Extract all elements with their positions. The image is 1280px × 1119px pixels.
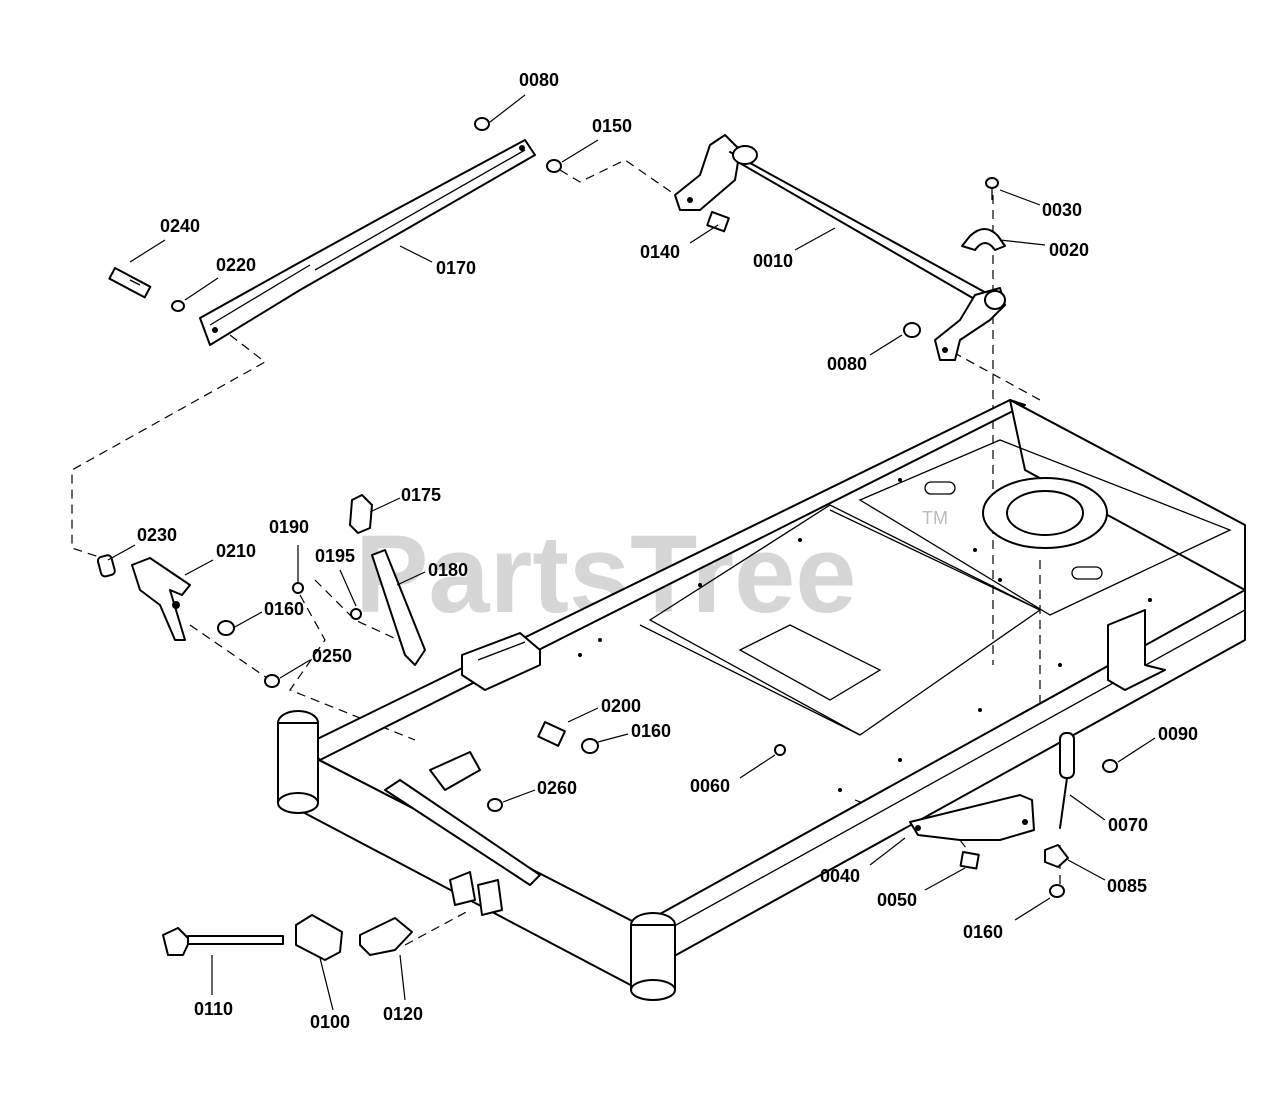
part-0220-washer xyxy=(171,300,185,312)
part-0160-nut-center xyxy=(581,738,599,754)
callout-0110: 0110 xyxy=(194,999,233,1019)
part-0085-block xyxy=(1044,844,1069,868)
part-0260-nut xyxy=(487,798,503,812)
watermark-trademark: TM xyxy=(922,508,948,528)
callout-0180: 0180 xyxy=(428,560,468,580)
callout-0060: 0060 xyxy=(690,776,730,796)
part-0240-bolt xyxy=(108,267,152,299)
part-0200-spring xyxy=(537,721,566,747)
callout-0070: 0070 xyxy=(1108,815,1148,835)
part-0050-bolt xyxy=(959,851,980,870)
part-0070-rod xyxy=(1059,732,1075,829)
callout-0230: 0230 xyxy=(137,525,177,545)
callout-0240: 0240 xyxy=(160,216,200,236)
callout-0160-left: 0160 xyxy=(264,599,304,619)
callout-0050: 0050 xyxy=(877,890,917,910)
part-0090-bolt xyxy=(1102,759,1118,773)
part-0160-nut-right xyxy=(1049,884,1065,898)
callout-0195: 0195 xyxy=(315,546,355,566)
part-0080-nut-top xyxy=(474,117,490,131)
part-0250-washer xyxy=(264,674,280,688)
front-axle-brackets xyxy=(449,871,503,916)
callout-0250: 0250 xyxy=(312,646,352,666)
callout-0170: 0170 xyxy=(436,258,476,278)
callout-0150: 0150 xyxy=(592,116,632,136)
part-0175-knob xyxy=(349,494,373,534)
callout-0190: 0190 xyxy=(269,517,309,537)
part-0060-fastener xyxy=(774,744,786,756)
part-0120-clevis xyxy=(359,917,413,956)
callout-0175: 0175 xyxy=(401,485,441,505)
callout-0080-top: 0080 xyxy=(519,70,559,90)
callout-0200: 0200 xyxy=(601,696,641,716)
part-0080-nut-right xyxy=(903,322,921,338)
part-0170-drag-link xyxy=(199,139,536,346)
callout-0085: 0085 xyxy=(1107,876,1147,896)
part-0010-shaft xyxy=(674,134,1006,361)
callout-0120: 0120 xyxy=(383,1004,423,1024)
part-0180-lever xyxy=(371,549,426,666)
callout-0010: 0010 xyxy=(753,251,793,271)
callout-0020: 0020 xyxy=(1049,240,1089,260)
callout-0080-right: 0080 xyxy=(827,354,867,374)
callout-0140: 0140 xyxy=(640,242,680,262)
callout-0160-center: 0160 xyxy=(631,721,671,741)
part-0100-block xyxy=(295,914,343,961)
callout-0030: 0030 xyxy=(1042,200,1082,220)
part-0110-bolt xyxy=(162,927,284,956)
leader-lines xyxy=(107,94,1156,1011)
part-0195-washer xyxy=(350,608,362,620)
callout-0260: 0260 xyxy=(537,778,577,798)
part-0030-screw xyxy=(985,177,999,200)
callout-0100: 0100 xyxy=(310,1012,350,1032)
part-0020-clamp xyxy=(961,228,1006,251)
part-0140-bolt xyxy=(706,211,730,233)
pedal-pad xyxy=(461,632,541,691)
callout-0040: 0040 xyxy=(820,866,860,886)
part-0160-nut-left xyxy=(217,620,235,636)
part-0210-bracket xyxy=(131,557,191,641)
part-0190-screw xyxy=(292,582,304,594)
callout-0160-right: 0160 xyxy=(963,922,1003,942)
callout-labels: 0080 0150 0240 0220 0170 0140 0010 0030 … xyxy=(137,70,1198,1032)
part-0040-arm xyxy=(909,794,1035,841)
callout-0220: 0220 xyxy=(216,255,256,275)
main-frame xyxy=(277,399,1246,1001)
callout-0090: 0090 xyxy=(1158,724,1198,744)
part-0150-washer xyxy=(546,159,562,173)
part-0230-pin xyxy=(96,554,116,578)
callout-0210: 0210 xyxy=(216,541,256,561)
